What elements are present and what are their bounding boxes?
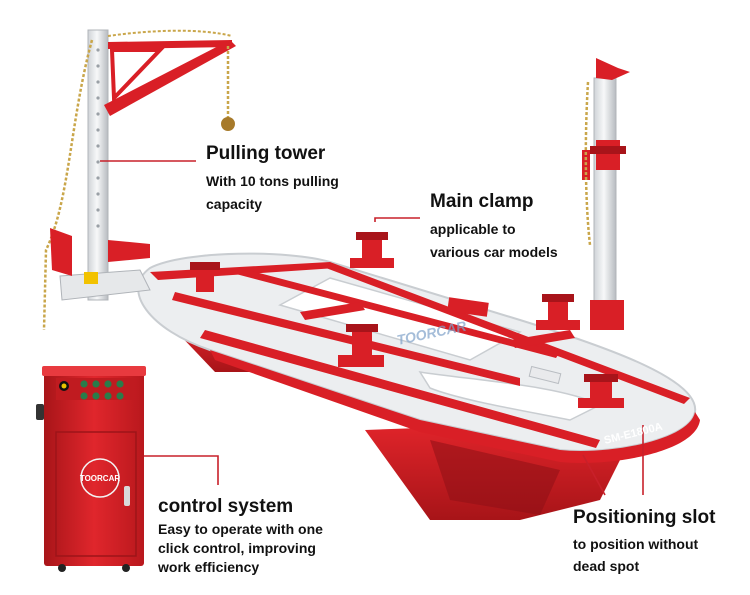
- callout-line: With 10 tons pulling: [206, 173, 339, 189]
- callout-line: Easy to operate with one: [158, 521, 323, 537]
- main-clamps: [190, 232, 624, 408]
- callout-line: to position without: [573, 536, 699, 552]
- left-pulling-tower: [42, 29, 236, 331]
- callout-line: click control, improving: [158, 540, 316, 556]
- callout-line: various car models: [430, 244, 558, 260]
- callout-description: With 10 tons pulling capacity: [206, 170, 339, 216]
- leader-lines: [100, 160, 644, 496]
- control-cabinet: [36, 366, 146, 572]
- callout-line: applicable to: [430, 221, 516, 237]
- callout-description: Easy to operate with one click control, …: [158, 520, 323, 577]
- cabinet-brand-label: TOORCAR: [80, 474, 121, 483]
- callout-pulling-tower: Pulling tower With 10 tons pulling capac…: [206, 143, 339, 216]
- right-pulling-tower: [582, 58, 630, 330]
- callout-main-clamp: Main clamp applicable to various car mod…: [430, 191, 558, 264]
- callout-line: capacity: [206, 196, 263, 212]
- callout-description: applicable to various car models: [430, 218, 558, 264]
- callout-positioning-slot: Positioning slot to position without dea…: [573, 507, 716, 577]
- callout-line: work efficiency: [158, 559, 260, 575]
- callout-line: dead spot: [573, 558, 640, 574]
- callout-description: to position without dead spot: [573, 533, 716, 577]
- callout-title: Main clamp: [430, 191, 534, 212]
- callout-title: control system: [158, 496, 294, 517]
- callout-title: Positioning slot: [573, 507, 716, 528]
- callout-control-system: control system Easy to operate with one …: [158, 496, 323, 577]
- callout-title: Pulling tower: [206, 143, 326, 164]
